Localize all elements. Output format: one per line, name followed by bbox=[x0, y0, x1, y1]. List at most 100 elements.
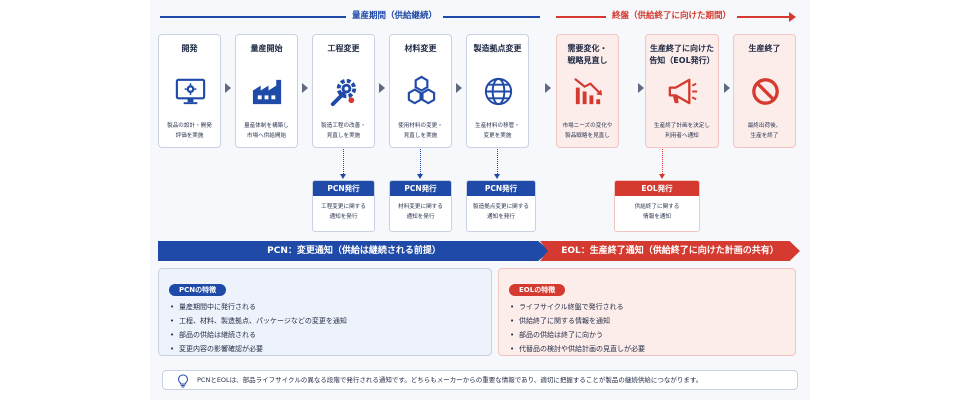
list-item: 変更内容の影響確認が必要 bbox=[169, 342, 481, 356]
stage-desc-line: 変更を実施 bbox=[483, 133, 512, 139]
stage-desc-line: 見直しを実施 bbox=[326, 133, 361, 139]
stage-material-change: 材料変更 使用材料の変更・ 見直しを実施 bbox=[389, 34, 452, 148]
notice-eol: EOL発行 供給終了に関する 情報を通知 bbox=[614, 180, 700, 232]
stage-title: 開発 bbox=[181, 44, 198, 53]
notice-connector bbox=[497, 149, 498, 174]
notice-body-line: 供給終了に関する bbox=[634, 204, 680, 210]
flow-arrow bbox=[545, 83, 551, 93]
pcn-features-panel: PCNの特徴 量産期間中に発行される 工程、材料、製造拠点、パッケージなどの変更… bbox=[158, 268, 492, 356]
banner-pcn: PCN：変更通知（供給は継続される前提） bbox=[158, 241, 550, 261]
list-item: 工程、材料、製造拠点、パッケージなどの変更を通知 bbox=[169, 314, 481, 328]
stage-desc-line: 製品の設計・開発 bbox=[167, 123, 212, 129]
eol-features-title: EOLの特徴 bbox=[509, 284, 566, 296]
monitor-gear-icon bbox=[175, 78, 206, 105]
stage-title: 生産終了に向けた 告知（EOL発行） bbox=[646, 43, 718, 67]
notice-body-line: 通知を発行 bbox=[406, 214, 435, 220]
notice-pcn-site: PCN発行 製造拠点変更に関する 通知を発行 bbox=[466, 180, 536, 232]
stage-title-line: 生産終了に向けた bbox=[650, 44, 714, 53]
stage-desc-line: 見直しを実施 bbox=[403, 133, 438, 139]
notice-body: 材料変更に関する 通知を発行 bbox=[390, 196, 451, 222]
banner-eol: EOL：生産終了通知（供給終了に向けた計画の共有） bbox=[540, 241, 800, 261]
megaphone-icon bbox=[668, 78, 698, 105]
list-item: 代替品の検討や供給計画の見直しが必要 bbox=[509, 342, 785, 356]
notice-pcn-material: PCN発行 材料変更に関する 通知を発行 bbox=[389, 180, 452, 232]
lightbulb-icon bbox=[178, 374, 188, 388]
phase-eol-arrowhead bbox=[789, 12, 796, 22]
stage-title-line: 戦略見直し bbox=[567, 56, 608, 65]
flow-arrow bbox=[225, 83, 231, 93]
stage-description: 製品の設計・開発 評価を実施 bbox=[160, 121, 219, 141]
declining-chart-icon bbox=[574, 78, 603, 105]
stage-title: 製造拠点変更 bbox=[473, 44, 522, 53]
stage-eol-announcement: 生産終了に向けた 告知（EOL発行） 生産終了計画を決定し 利用者へ通知 bbox=[645, 34, 719, 148]
flow-arrow bbox=[379, 83, 385, 93]
stage-description: 最終出荷後、 生産を終了 bbox=[735, 121, 794, 141]
notice-connector bbox=[420, 149, 421, 174]
stage-desc-line: 生産終了計画を決定し bbox=[654, 123, 710, 129]
stage-description: 使用材料の変更・ 見直しを実施 bbox=[391, 121, 450, 141]
notice-body-line: 工程変更に関する bbox=[321, 204, 366, 210]
notice-body-line: 製造拠点変更に関する bbox=[473, 204, 529, 210]
stage-desc-line: 利用者へ通知 bbox=[665, 133, 699, 139]
stage-description: 生産終了計画を決定し 利用者へ通知 bbox=[647, 121, 717, 141]
stage-desc-line: 使用材料の変更・ bbox=[398, 123, 443, 129]
pcn-features-title: PCNの特徴 bbox=[169, 284, 227, 296]
notice-body: 工程変更に関する 通知を発行 bbox=[313, 196, 374, 222]
stage-desc-line: 市場へ供給開始 bbox=[246, 133, 287, 139]
notice-connector bbox=[662, 149, 663, 174]
stage-desc-line: 評価を実施 bbox=[175, 133, 204, 139]
notice-body-line: 通知を発行 bbox=[487, 214, 515, 220]
stage-title: 工程変更 bbox=[327, 44, 360, 53]
phase-end-of-life: 終盤（供給終了に向けた期間） bbox=[556, 9, 796, 25]
wrench-gear-icon bbox=[330, 78, 357, 107]
notice-body-line: 通知を発行 bbox=[329, 214, 358, 220]
stage-desc-line: 最終出荷後、 bbox=[747, 123, 782, 129]
stage-title-line: 告知（EOL発行） bbox=[649, 56, 715, 65]
stage-desc-line: 製造工程の改善・ bbox=[321, 123, 366, 129]
notice-title: PCN発行 bbox=[313, 181, 374, 196]
list-item: ライフサイクル終盤で発行される bbox=[509, 300, 785, 314]
list-item: 部品の供給は終了に向かう bbox=[509, 328, 785, 342]
stage-desc-line: 市場ニーズの変化や bbox=[562, 123, 613, 129]
flow-arrow bbox=[456, 83, 462, 93]
stage-process-change: 工程変更 製造工程の改善・ 見直しを実施 bbox=[312, 34, 375, 148]
stage-description: 生産材料の移管・ 変更を実施 bbox=[468, 121, 527, 141]
stage-title: 生産終了 bbox=[748, 44, 781, 53]
stage-desc-line: 製品戦略を見直し bbox=[565, 133, 610, 139]
stage-development: 開発 製品の設計・開発 評価を実施 bbox=[158, 34, 221, 148]
hexagon-molecule-icon bbox=[407, 75, 436, 105]
connector-arrowhead bbox=[494, 174, 500, 179]
list-item: 量産期間中に発行される bbox=[169, 300, 481, 314]
stage-description: 市場ニーズの変化や 製品戦略を見直し bbox=[558, 121, 617, 141]
notice-title: PCN発行 bbox=[390, 181, 451, 196]
stage-demand-change: 需要変化・ 戦略見直し 市場ニーズの変化や 製品戦略を見直し bbox=[556, 34, 619, 148]
flow-arrow bbox=[638, 83, 644, 93]
connector-arrowhead bbox=[659, 174, 665, 179]
eol-features-panel: EOLの特徴 ライフサイクル終盤で発行される 供給終了に関する情報を通知 部品の… bbox=[498, 268, 796, 356]
stage-description: 量産体制を構築し 市場へ供給開始 bbox=[237, 121, 296, 141]
stage-mass-production-start: 量産開始 量産体制を構築し 市場へ供給開始 bbox=[235, 34, 298, 148]
stage-production-end: 生産終了 最終出荷後、 生産を終了 bbox=[733, 34, 796, 148]
summary-note: PCNとEOLは、部品ライフサイクルの異なる段階で発行される通知です。どちらもメ… bbox=[162, 370, 798, 390]
prohibited-icon bbox=[752, 78, 779, 105]
list-item: 部品の供給は継続される bbox=[169, 328, 481, 342]
stage-title-line: 需要変化・ bbox=[567, 44, 608, 53]
stage-description: 製造工程の改善・ 見直しを実施 bbox=[314, 121, 373, 141]
notice-pcn-process: PCN発行 工程変更に関する 通知を発行 bbox=[312, 180, 375, 232]
stage-title: 量産開始 bbox=[250, 44, 283, 53]
notice-title: EOL発行 bbox=[615, 181, 699, 196]
stage-manufacturing-site-change: 製造拠点変更 生産材料の移管・ 変更を実施 bbox=[466, 34, 529, 148]
eol-features-list: ライフサイクル終盤で発行される 供給終了に関する情報を通知 部品の供給は終了に向… bbox=[509, 300, 785, 356]
flow-arrow bbox=[302, 83, 308, 93]
list-item: 供給終了に関する情報を通知 bbox=[509, 314, 785, 328]
stage-title: 材料変更 bbox=[404, 44, 437, 53]
stage-title: 需要変化・ 戦略見直し bbox=[557, 43, 618, 67]
stage-desc-line: 生産材料の移管・ bbox=[475, 123, 520, 129]
notice-body: 製造拠点変更に関する 通知を発行 bbox=[467, 196, 535, 222]
notice-title: PCN発行 bbox=[467, 181, 535, 196]
notice-connector bbox=[343, 149, 344, 174]
flow-arrow bbox=[724, 83, 730, 93]
factory-icon bbox=[252, 79, 282, 105]
notice-body-line: 情報を通知 bbox=[643, 214, 671, 220]
